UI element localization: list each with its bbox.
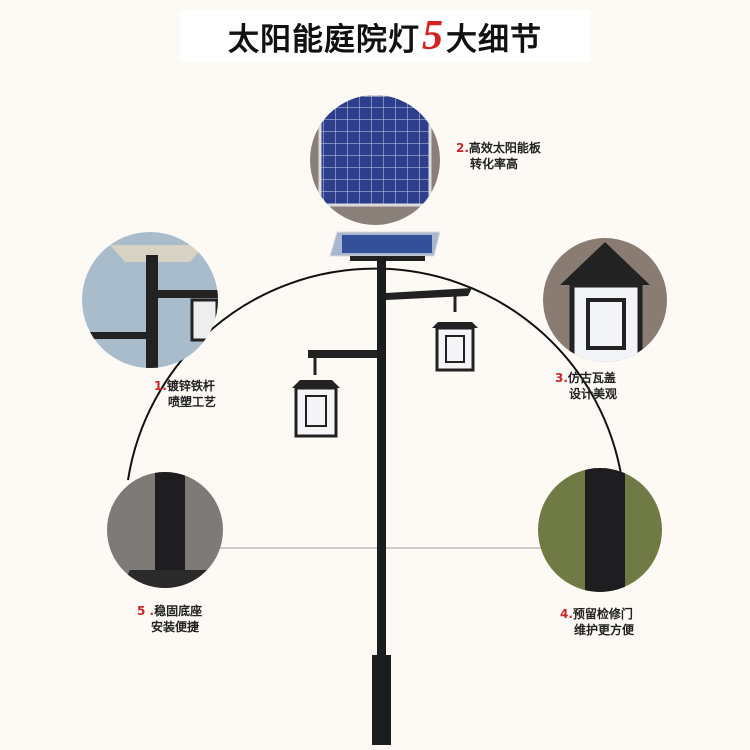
lamp-post <box>292 231 478 745</box>
detail-pole <box>82 232 218 368</box>
title-text: 太阳能庭院灯 <box>228 21 420 58</box>
feature-label-5: 5 .稳固底座安装便捷 <box>137 604 203 634</box>
detail-solar-panel <box>310 95 440 225</box>
feature-label-1: 1.镀锌铁杆喷塑工艺 <box>154 379 217 409</box>
feature-label-2: 2.高效太阳能板转化率高 <box>456 141 541 171</box>
detail-roof-cap <box>543 238 667 362</box>
detail-base <box>107 472 223 588</box>
title-text-end: 大细节 <box>446 21 542 58</box>
connector-arc <box>127 267 623 481</box>
title-number: 5 <box>422 13 444 59</box>
feature-label-4: 4.预留检修门维护更方便 <box>560 607 635 637</box>
feature-label-3: 3.仿古瓦盖设计美观 <box>555 371 618 401</box>
detail-maintenance-door <box>538 468 662 592</box>
